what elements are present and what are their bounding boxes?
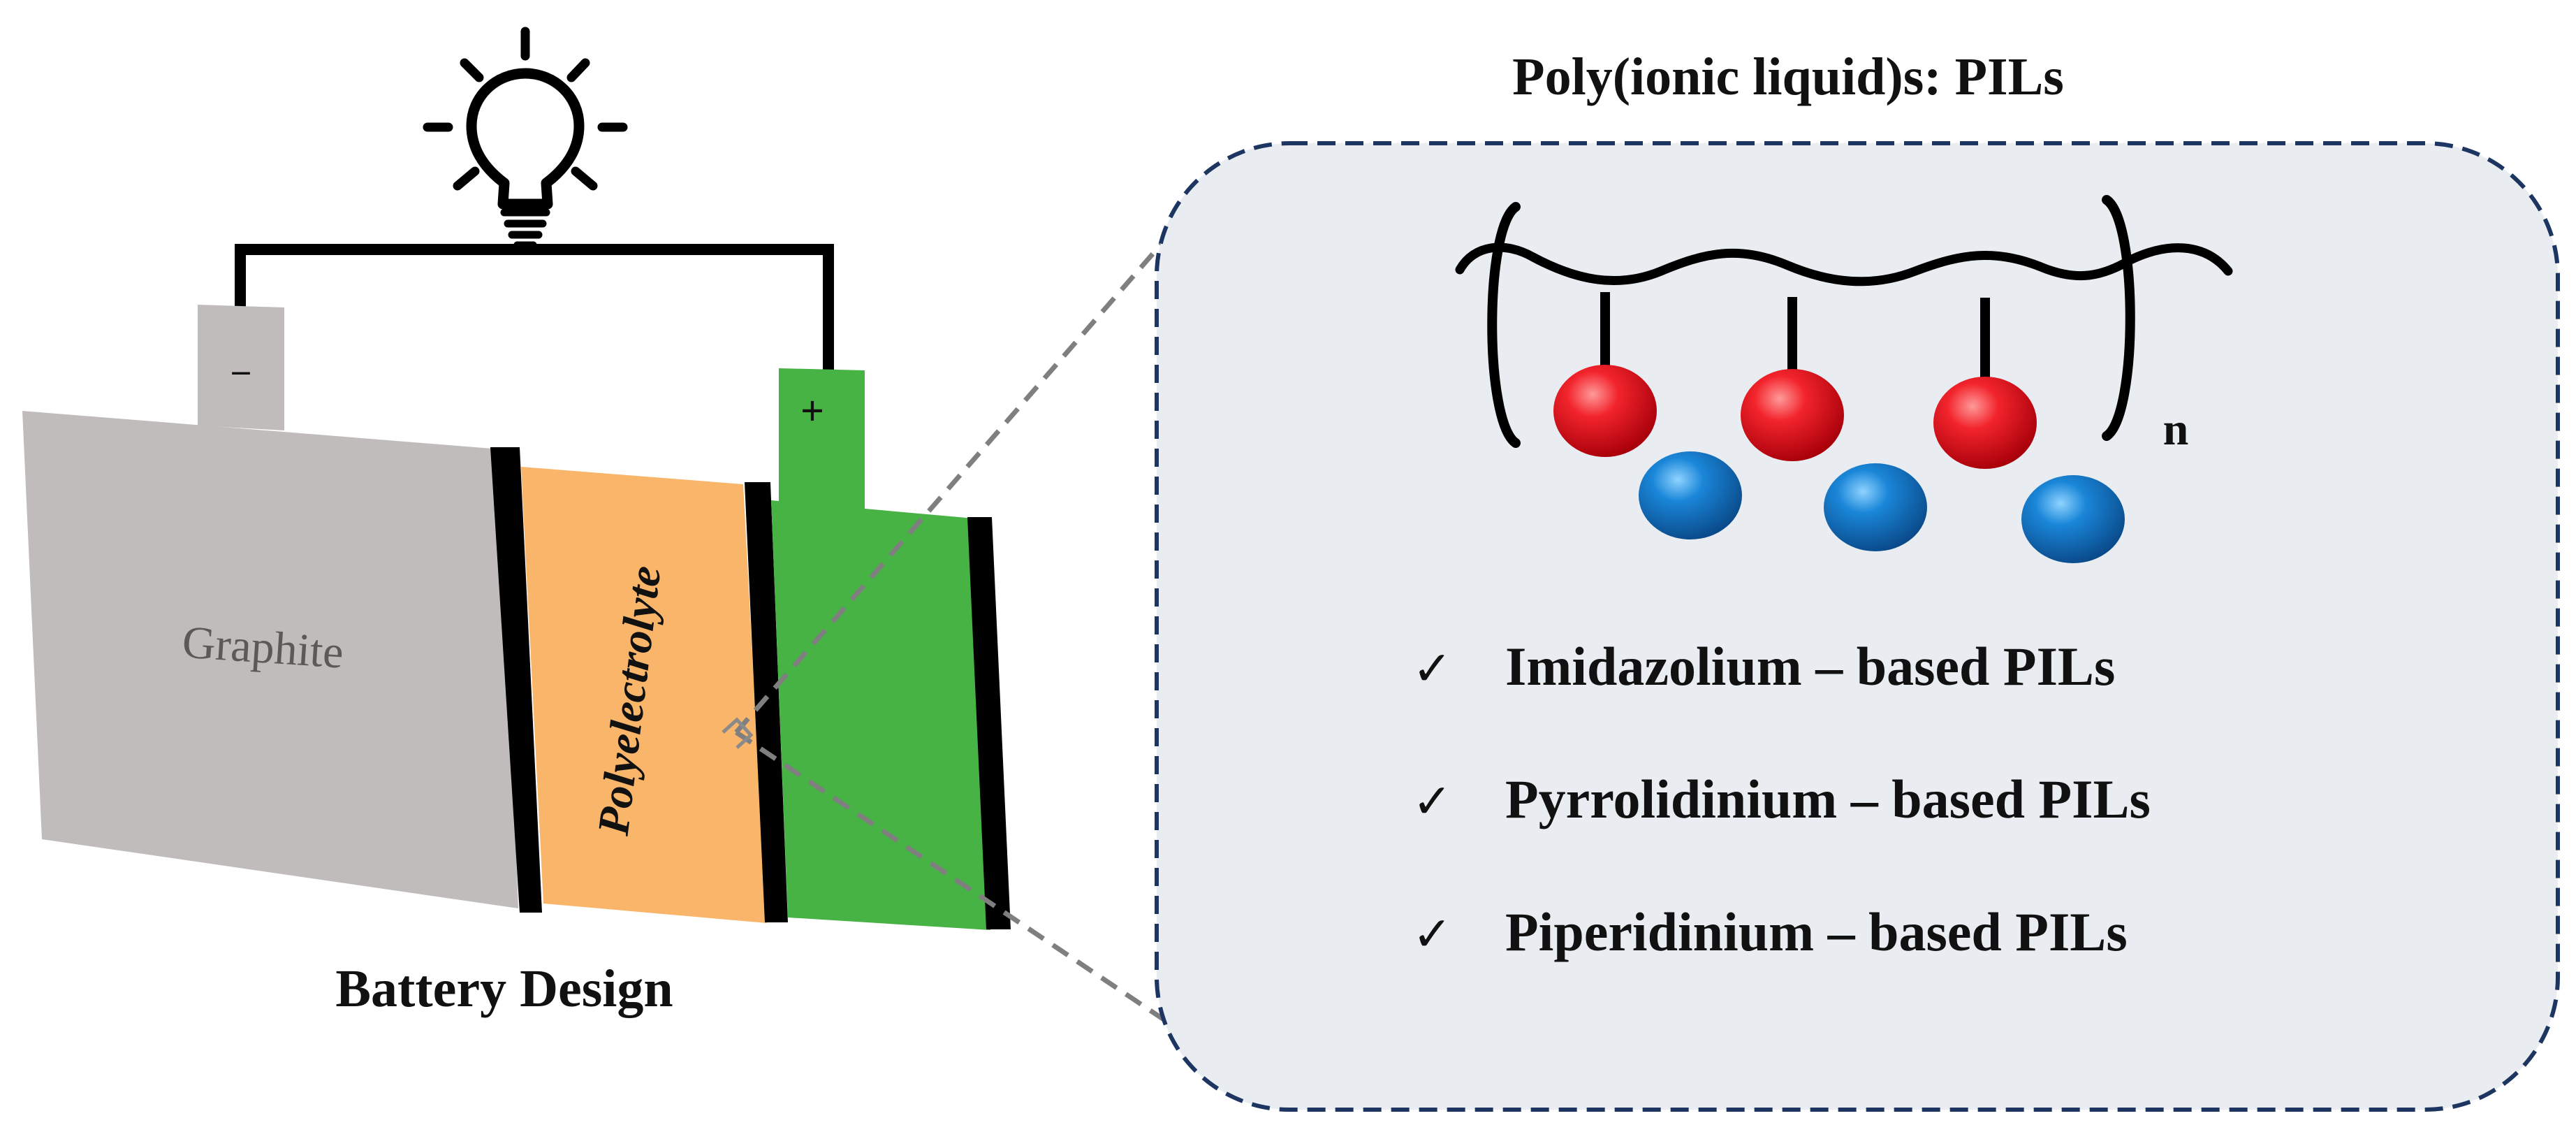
- negative-terminal-sign: –: [232, 350, 251, 389]
- check-icon: ✓: [1412, 642, 1452, 695]
- anion-1: [1639, 451, 1742, 539]
- zoom-marker: [722, 717, 754, 749]
- positive-terminal-sign: +: [800, 388, 824, 434]
- polymer-backbone: [1455, 242, 2233, 286]
- anion-3: [2021, 475, 2125, 563]
- anode-label: Graphite: [181, 616, 345, 678]
- repeat-unit-subscript: n: [2163, 404, 2189, 455]
- circuit-wire: [235, 244, 834, 372]
- battery-caption: Battery Design: [335, 959, 673, 1018]
- check-icon: ✓: [1412, 775, 1452, 828]
- list-item: Imidazolium – based PILs: [1505, 636, 2115, 697]
- pil-polymer-structure: n: [1455, 195, 2233, 563]
- separator-bar-1: [490, 447, 542, 913]
- list-item: Piperidinium – based PILs: [1505, 901, 2128, 962]
- light-bulb-icon: [423, 27, 628, 248]
- pil-type-list: ✓ Imidazolium – based PILs ✓ Pyrrolidini…: [1412, 636, 2151, 962]
- list-item: Pyrrolidinium – based PILs: [1505, 769, 2151, 829]
- negative-terminal-tab: [198, 305, 284, 430]
- separator-bar-2: [745, 482, 788, 922]
- battery: – Graphite Polyelectrolyte +: [22, 305, 1011, 930]
- cation-1: [1553, 365, 1657, 457]
- separator-bar-3: [967, 517, 1011, 929]
- panel-title: Poly(ionic liquid)s: PILs: [1512, 48, 2064, 106]
- positive-terminal-tab: [779, 368, 865, 514]
- check-icon: ✓: [1412, 908, 1452, 961]
- right-bracket: [2102, 195, 2135, 441]
- polyelectrolyte-layer: [521, 467, 767, 923]
- zoom-callout: [734, 232, 1172, 1026]
- anion-2: [1824, 463, 1927, 551]
- cation-2: [1741, 369, 1844, 461]
- left-bracket: [1487, 202, 1521, 448]
- cation-3: [1933, 377, 2037, 469]
- cathode-layer: [771, 500, 990, 930]
- pil-panel: [1155, 141, 2560, 1112]
- graphite-anode: [22, 411, 518, 908]
